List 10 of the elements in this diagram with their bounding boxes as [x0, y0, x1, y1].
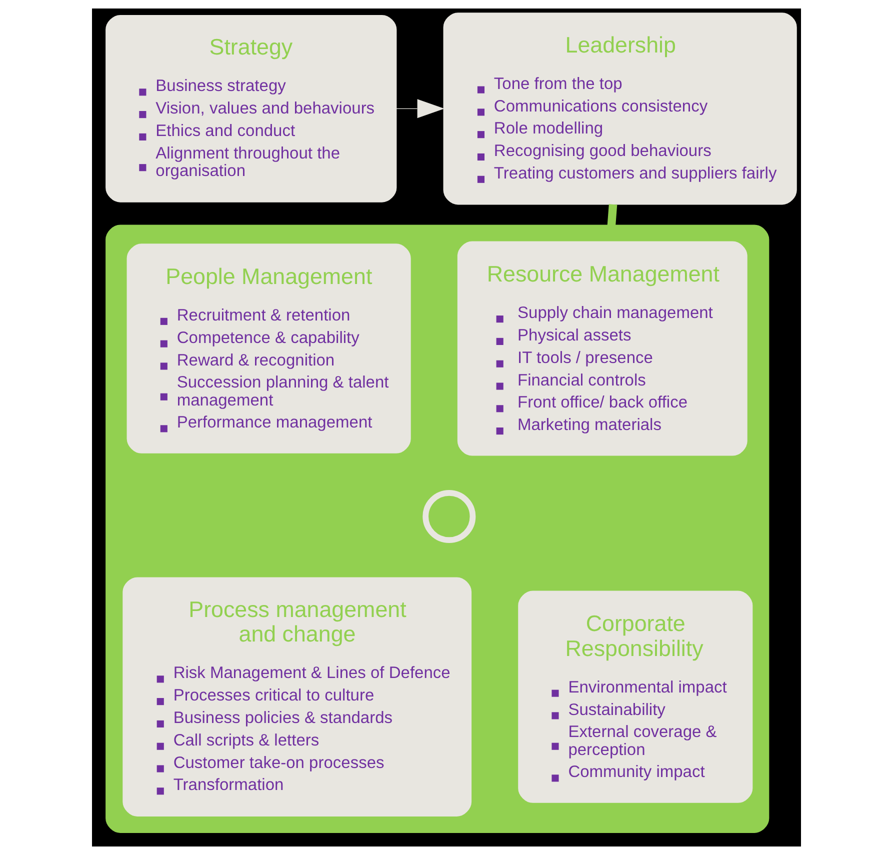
node-box: People Management Recruitment & retention Competence & capability Reward & recognition Succession planning & talent management Performance management — [126, 244, 410, 454]
connector — [606, 204, 617, 226]
node-box: Strategy Business strategy Vision, values and behaviours Ethics and conduct Alignment throughout the organisation — [105, 14, 396, 202]
node-circle — [422, 490, 476, 544]
node-box: Leadership Tone from the top Communications consistency Role modelling Recognising good behaviours Treating customers and suppliers fairly — [442, 12, 796, 205]
arrow — [396, 99, 444, 118]
cluster — [105, 224, 769, 833]
node-box: Corporate Responsibility Environmental impact Sustainability External coverage & perception Community impact — [518, 590, 752, 803]
node-box: Process management and change Risk Management & Lines of Defence Processes critical to culture Business policies & standards Call scripts & letters Customer take-on processes Transformation — [122, 577, 472, 816]
node-box: Resource Management Supply chain management Physical assets IT tools / presence Financial controls Front office/ back office Marketing materials — [456, 241, 747, 456]
